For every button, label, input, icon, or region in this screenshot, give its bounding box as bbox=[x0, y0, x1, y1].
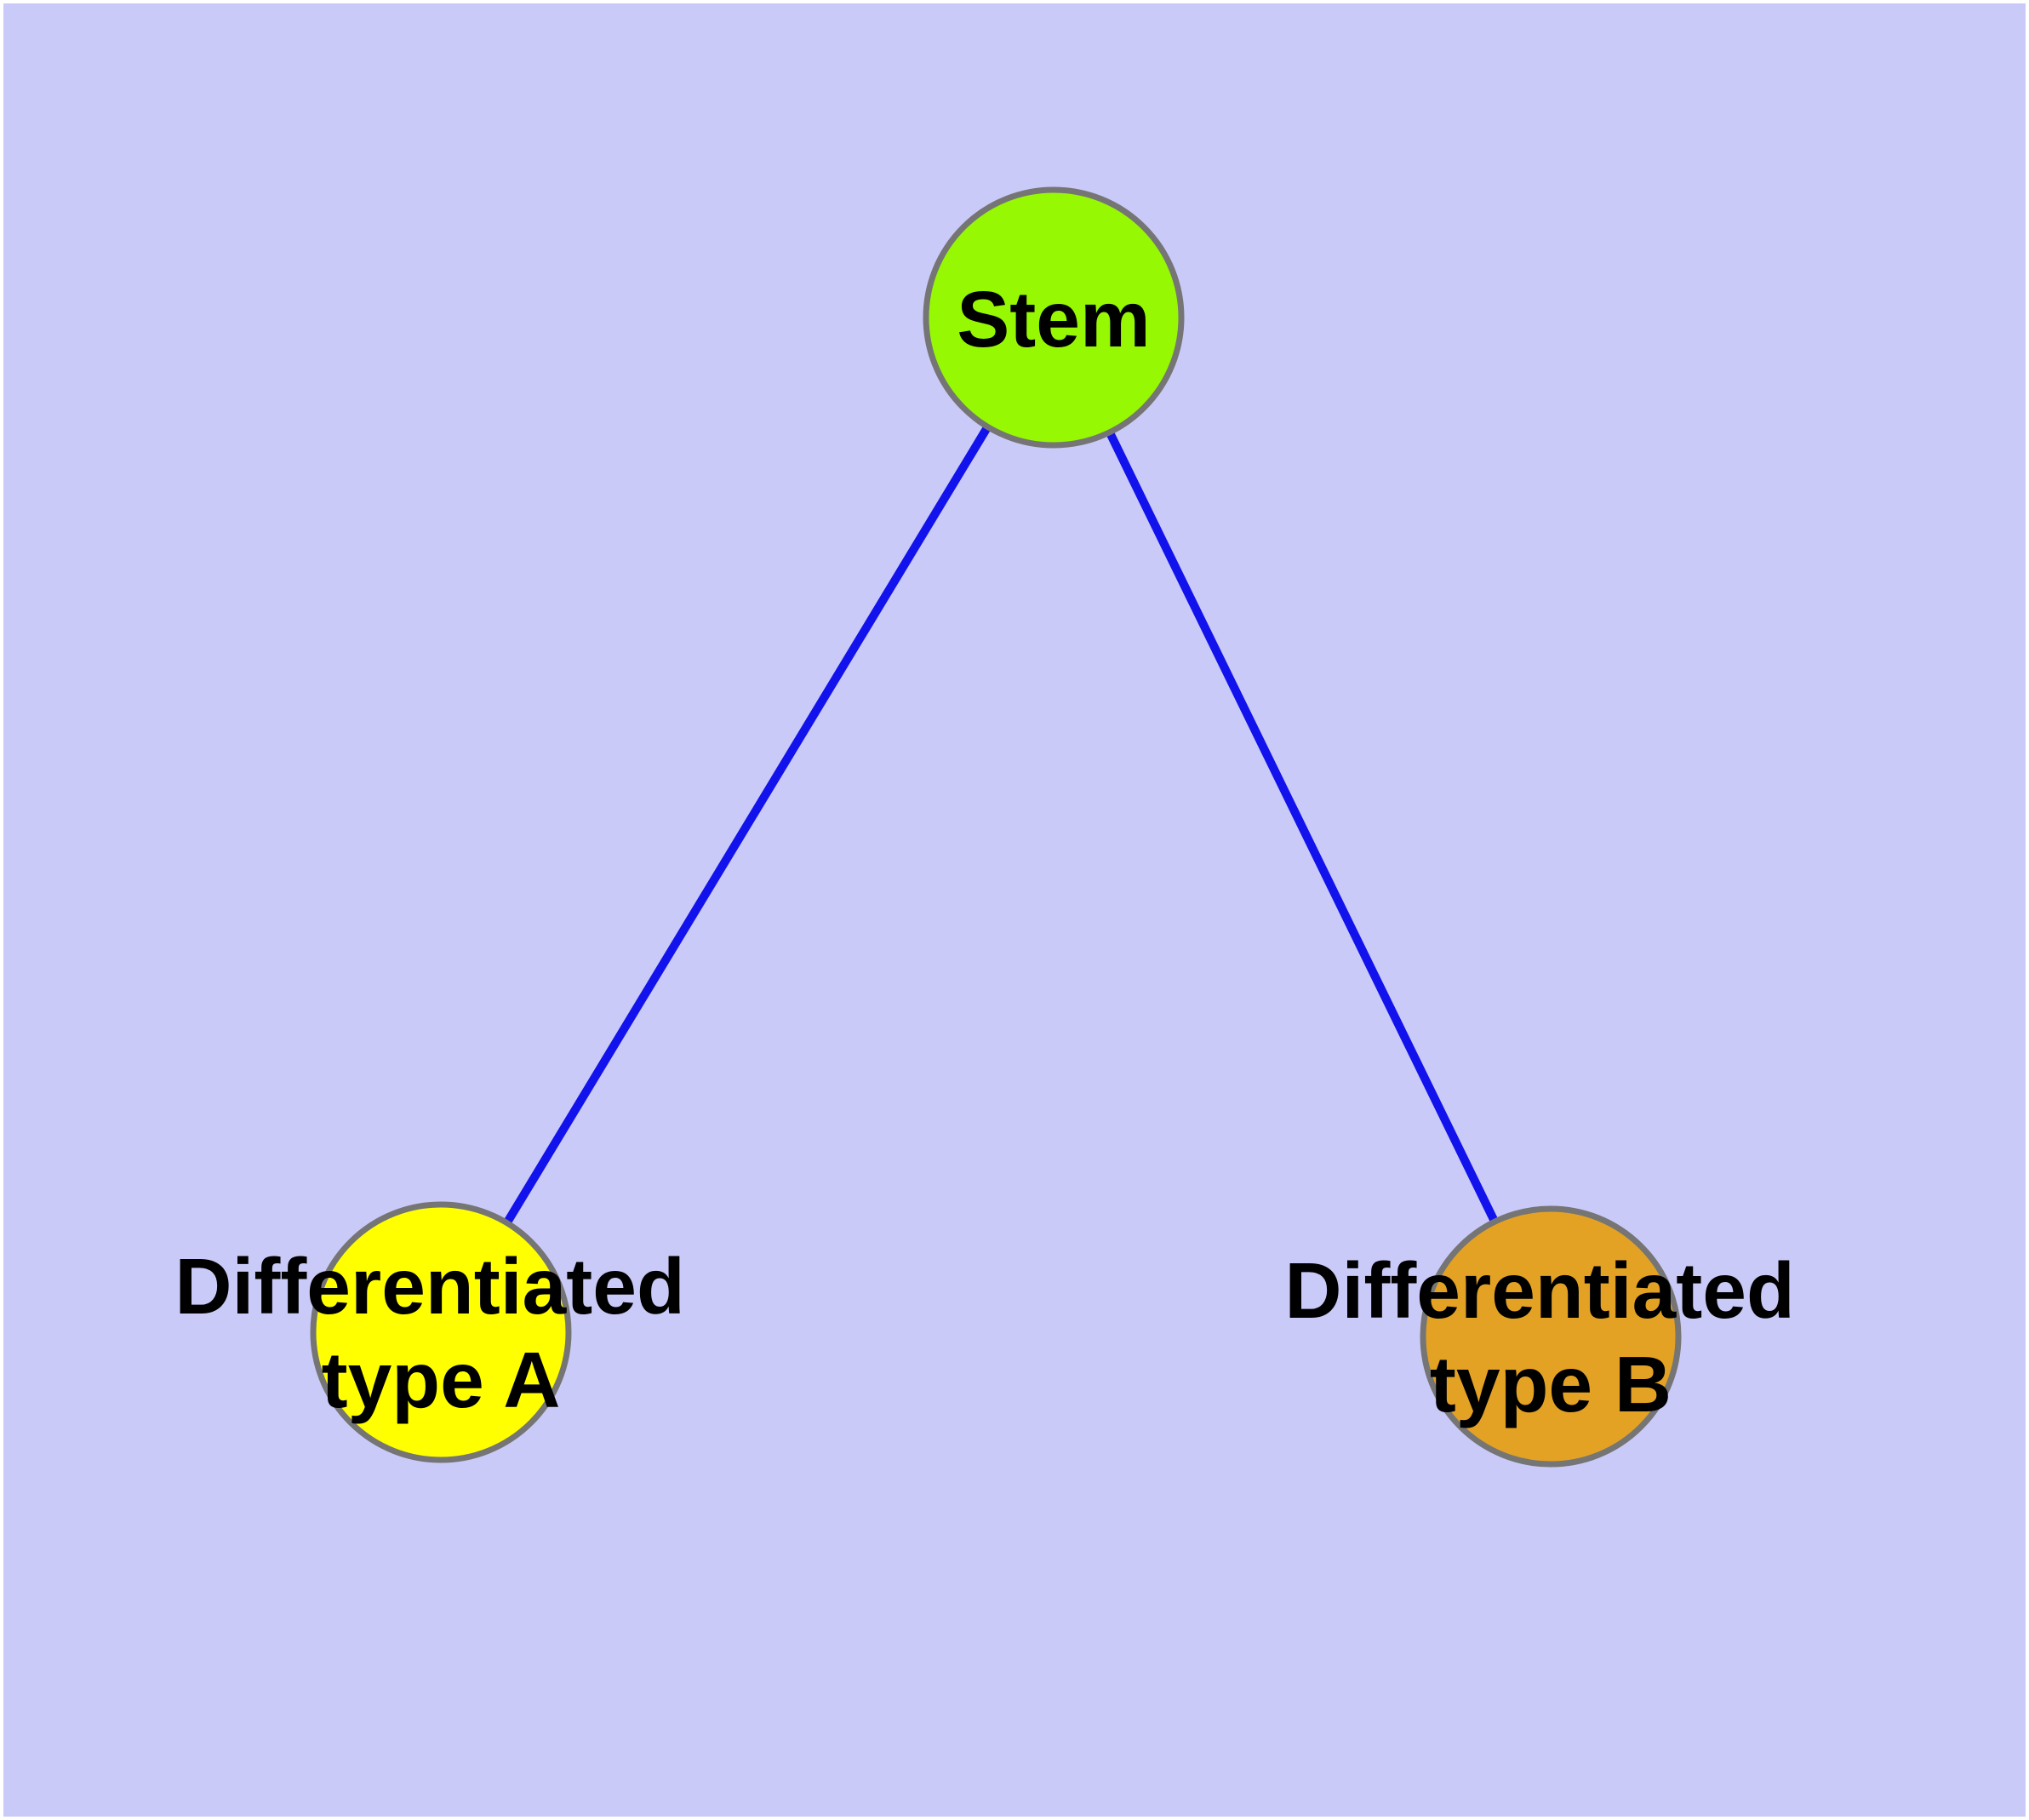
node-differentiated-type-a-label-line1: Differentiated bbox=[174, 1242, 684, 1331]
node-differentiated-type-a-circle bbox=[310, 1201, 572, 1463]
node-differentiated-type-b-label: Differentiated type B bbox=[1284, 1246, 1816, 1428]
node-differentiated-type-b-circle bbox=[1420, 1205, 1682, 1468]
node-stem-label: Stem bbox=[957, 275, 1150, 363]
node-differentiated-type-b: Differentiated type B bbox=[1284, 1205, 1816, 1468]
node-stem-circle bbox=[923, 186, 1185, 449]
node-differentiated-type-b-label-line2: type B bbox=[1430, 1340, 1672, 1428]
edge-stem-to-type-b bbox=[1049, 313, 1555, 1341]
node-differentiated-type-a: Differentiated type A bbox=[174, 1201, 706, 1463]
node-differentiated-type-b-label-line1: Differentiated bbox=[1284, 1246, 1794, 1335]
node-differentiated-type-a-label-line2: type A bbox=[322, 1336, 561, 1424]
node-differentiated-type-a-label: Differentiated type A bbox=[174, 1242, 706, 1424]
edge-stem-to-type-a bbox=[437, 313, 1058, 1336]
node-stem: Stem bbox=[923, 186, 1185, 449]
